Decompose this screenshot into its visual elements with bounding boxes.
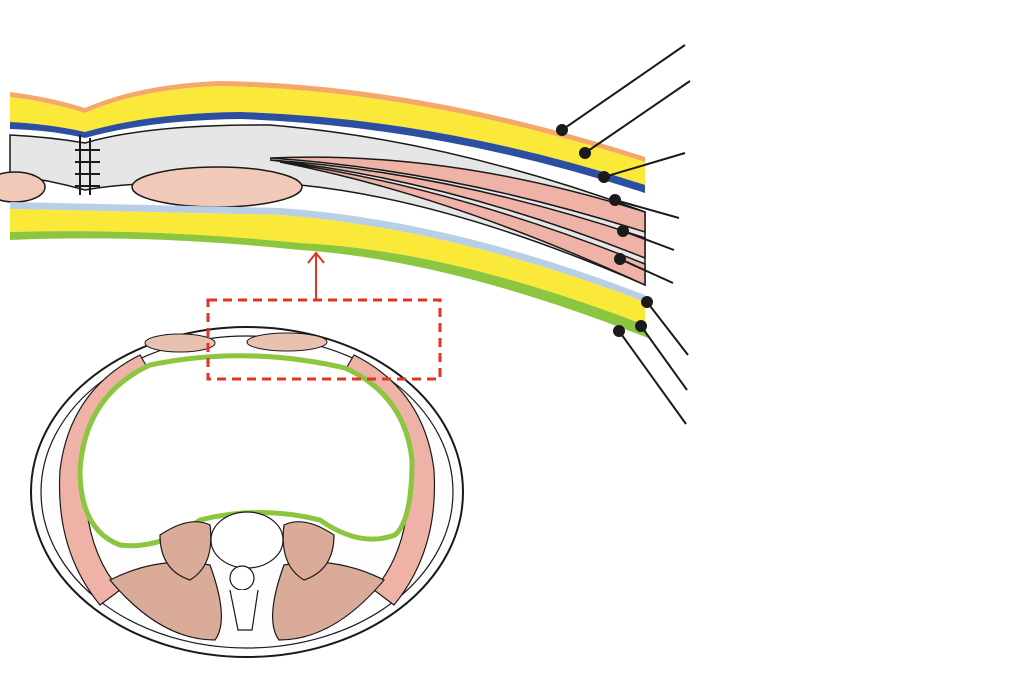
subcutaneous-fat-layer xyxy=(10,86,645,185)
external-oblique-muscle xyxy=(269,156,646,234)
leader-lines xyxy=(556,44,691,425)
magnify-arrow-icon xyxy=(307,251,325,300)
peritoneum-layer xyxy=(10,231,648,338)
zoom-region-box xyxy=(206,298,442,381)
wall-section xyxy=(0,81,648,338)
superficial-fascia-layer xyxy=(10,112,645,193)
peritoneal-cavity xyxy=(77,353,415,549)
spine-and-back-muscles xyxy=(109,511,385,641)
skin-layer xyxy=(10,81,645,162)
transversus-muscle xyxy=(279,161,646,287)
skin-inner-outline xyxy=(40,335,454,649)
spinal-canal xyxy=(229,565,255,591)
preperitoneal-fat-layer xyxy=(10,209,645,325)
rectus-left-section xyxy=(144,333,216,353)
internal-oblique-muscle xyxy=(269,159,646,260)
abdominal-cross-section xyxy=(30,326,464,658)
rectus-muscle-left xyxy=(0,171,46,203)
rectus-muscle xyxy=(131,166,303,208)
linea-alba xyxy=(75,135,100,195)
rectus-right-section xyxy=(246,332,328,352)
vertebral-body xyxy=(210,511,284,569)
